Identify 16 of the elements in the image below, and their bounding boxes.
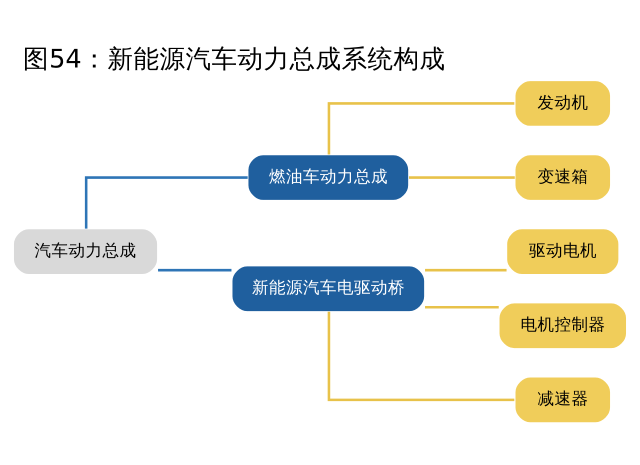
connector (425, 268, 507, 272)
node-box: 发动机 (514, 80, 612, 128)
node-box: 汽车动力总成 (12, 228, 158, 276)
node-box: 燃油车动力总成 (247, 154, 410, 202)
connector (84, 176, 248, 229)
connector (425, 306, 499, 309)
connector (328, 102, 514, 155)
diagram-title: 图54：新能源汽车动力总成系统构成 (23, 44, 446, 75)
node-box: 变速箱 (514, 154, 612, 202)
connector (409, 176, 515, 179)
node-box: 新能源汽车电驱动桥 (231, 265, 426, 312)
connector (158, 268, 232, 272)
node-box: 电机控制器 (498, 302, 628, 350)
connector (328, 312, 514, 402)
node-box: 驱动电机 (506, 228, 620, 276)
node-box: 减速器 (514, 376, 612, 424)
